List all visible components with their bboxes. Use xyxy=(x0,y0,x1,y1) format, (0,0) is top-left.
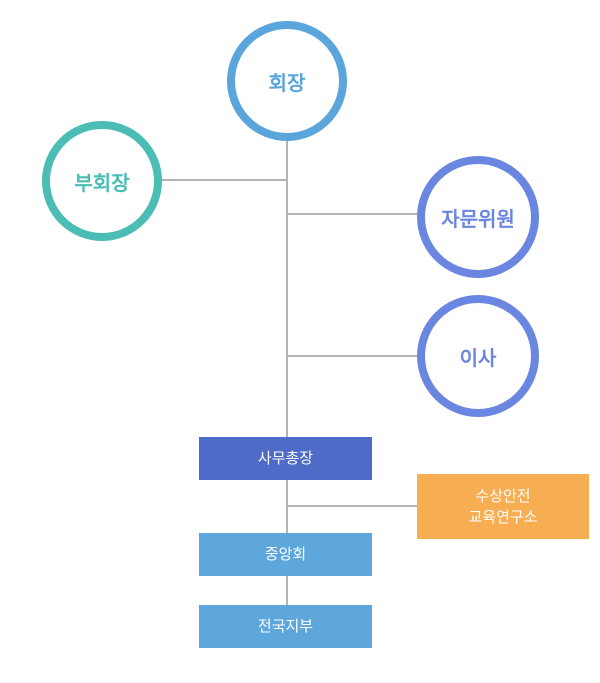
advisory-committee-label: 자문위원 xyxy=(441,208,515,231)
connector-directors xyxy=(286,355,422,357)
research-institute-box: 수상안전 교육연구소 xyxy=(417,474,589,539)
connector-research-institute xyxy=(286,505,418,507)
advisory-committee-node: 자문위원 xyxy=(417,156,539,278)
connector-advisory xyxy=(286,213,422,215)
vice-president-node: 부회장 xyxy=(42,121,162,241)
research-institute-label-line2: 교육연구소 xyxy=(468,508,538,526)
national-branches-box: 전국지부 xyxy=(199,605,372,648)
president-label: 회장 xyxy=(268,72,306,95)
connector-vice-president xyxy=(160,179,288,181)
directors-node: 이사 xyxy=(417,295,539,417)
directors-label: 이사 xyxy=(459,347,497,370)
research-institute-label-line1: 수상안전 xyxy=(475,487,531,505)
secretary-general-label: 사무총장 xyxy=(257,450,314,467)
central-committee-label: 중앙회 xyxy=(264,546,307,563)
president-node: 회장 xyxy=(227,21,347,141)
national-branches-label: 전국지부 xyxy=(257,618,314,635)
central-committee-box: 중앙회 xyxy=(199,533,372,576)
connector-trunk xyxy=(286,140,288,440)
secretary-general-box: 사무총장 xyxy=(199,437,372,480)
vice-president-label: 부회장 xyxy=(74,172,130,195)
